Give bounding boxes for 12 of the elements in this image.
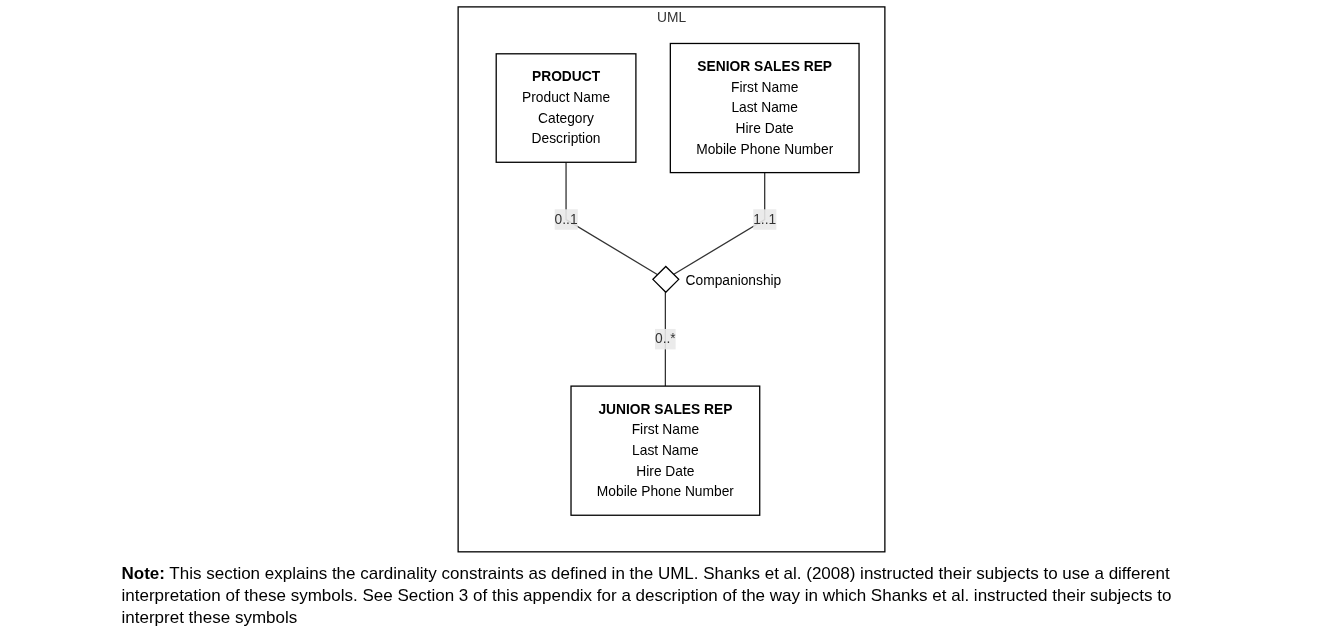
node-box: PRODUCT Product Name Category Description	[495, 53, 637, 163]
node-box: JUNIOR SALES REP First Name Last Name Hire Date Mobile Phone Number	[570, 385, 761, 516]
connector	[664, 291, 666, 387]
note-text: Note: This section explains the cardinality constraints as defined in the UML. Shanks et al. (2008) instructed their subjects to use a different interpretation of these symbols. See Section 3 of this appendix for a description of the way in which Shanks et al. instructed their subjects to interpret these symbols	[121, 562, 1173, 629]
relationship-name: Companionship	[685, 272, 782, 288]
node-box: SENIOR SALES REP First Name Last Name Hire Date Mobile Phone Number	[669, 42, 860, 174]
edge-label: 0..*	[655, 331, 676, 347]
edge-label: 1..1	[753, 211, 777, 227]
edge-label: 0..1	[554, 211, 578, 227]
node-diamond	[651, 265, 680, 294]
connector	[565, 161, 658, 276]
connector	[672, 171, 766, 276]
